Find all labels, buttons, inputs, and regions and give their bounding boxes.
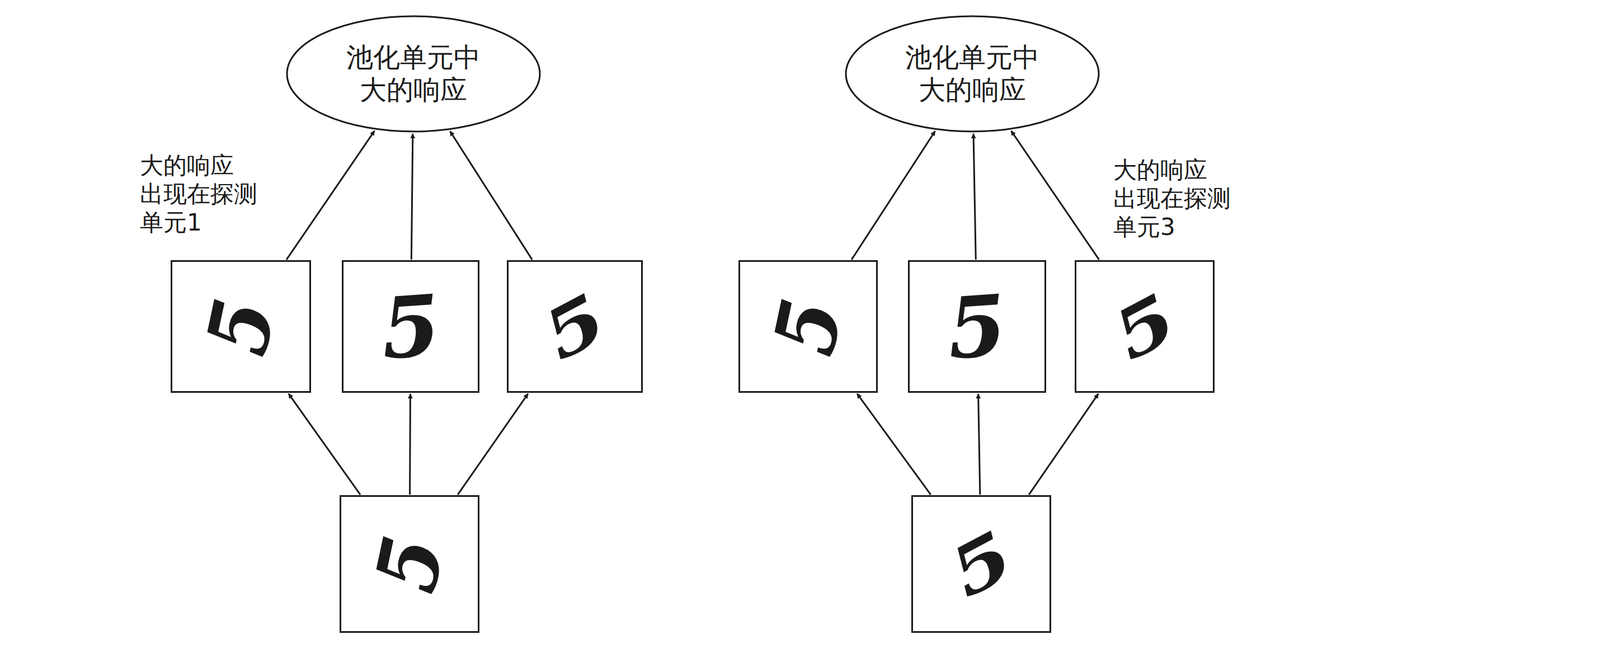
arrow-connector (449, 130, 533, 260)
arrow-connector (1010, 130, 1099, 260)
digit-image: 5 (944, 282, 1010, 371)
ellipse-shape (286, 16, 540, 132)
feature-box: 5 (907, 260, 1047, 393)
digit-image: 5 (1103, 283, 1187, 370)
arrow-connector (1028, 393, 1099, 496)
digit-image: 5 (363, 529, 456, 599)
arrow-connector (851, 130, 935, 260)
arrow-connector (457, 393, 529, 496)
ellipse-shape (845, 16, 1099, 132)
feature-box: 5 (339, 495, 480, 633)
feature-box: 5 (170, 260, 312, 393)
arrow-connector (288, 393, 361, 496)
arrow-connector (411, 133, 413, 260)
feature-box: 5 (911, 495, 1052, 633)
digit-image: 5 (761, 292, 855, 361)
digit-image: 5 (194, 292, 287, 361)
arrow-connector (408, 393, 412, 495)
pooling-ellipse: 池化单元中 大的响应 (285, 15, 541, 133)
digit-image: 5 (533, 283, 616, 370)
pooling-ellipse: 池化单元中 大的响应 (844, 15, 1100, 133)
node-text: 池化单元中 大的响应 (338, 41, 489, 106)
node-text: 池化单元中 大的响应 (897, 41, 1048, 106)
feature-box: 5 (738, 260, 878, 393)
digit-image: 5 (939, 520, 1023, 608)
callout-note: 大的响应 出现在探测 单元3 (1113, 155, 1245, 242)
feature-box: 5 (1074, 260, 1215, 393)
arrow-connector (857, 393, 931, 496)
arrow-connector (978, 393, 981, 495)
digit-image: 5 (378, 282, 444, 371)
arrow-connector (286, 130, 375, 260)
feature-box: 5 (341, 260, 480, 393)
callout-note: 大的响应 出现在探测 单元1 (139, 151, 272, 238)
feature-box: 5 (506, 260, 643, 393)
arrow-connector (973, 133, 976, 260)
